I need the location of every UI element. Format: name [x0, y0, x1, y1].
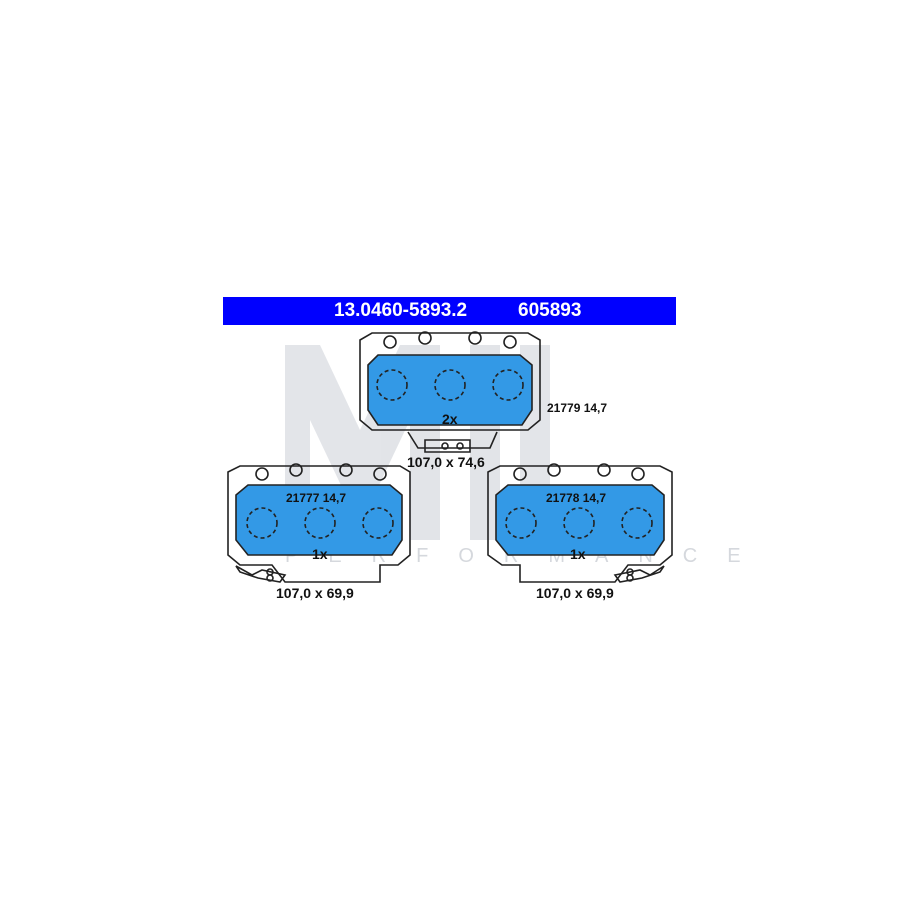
pad-left-dimensions: 107,0 x 69,9 [276, 585, 354, 601]
pad-left [227, 463, 411, 583]
pad-top-friction [367, 354, 533, 426]
pad-left-quantity: 1x [312, 546, 328, 562]
pad-right-clip [613, 565, 665, 583]
pad-right-friction [495, 484, 665, 556]
reference-number: 605893 [518, 300, 582, 321]
pad-top-backing-plate [359, 332, 541, 431]
pad-top-dimensions: 107,0 x 74,6 [407, 454, 485, 470]
header-bar: 13.0460-5893.2 605893 [223, 297, 676, 325]
pad-right-backing-plate [487, 465, 673, 583]
part-number: 13.0460-5893.2 [334, 300, 468, 321]
pad-left-friction [235, 484, 403, 556]
pad-left-clip [235, 565, 287, 583]
pad-right-quantity: 1x [570, 546, 586, 562]
pad-top [359, 331, 541, 453]
pad-left-backing-plate [227, 465, 411, 583]
pad-top-code-label: 21779 14,7 [547, 401, 608, 415]
pad-right-dimensions: 107,0 x 69,9 [536, 585, 614, 601]
pad-right-code-label: 21778 14,7 [546, 491, 607, 505]
pad-left-code-label: 21777 14,7 [286, 491, 347, 505]
pad-top-clip [407, 431, 498, 453]
pad-right [487, 463, 673, 583]
pad-top-quantity: 2x [442, 411, 458, 427]
